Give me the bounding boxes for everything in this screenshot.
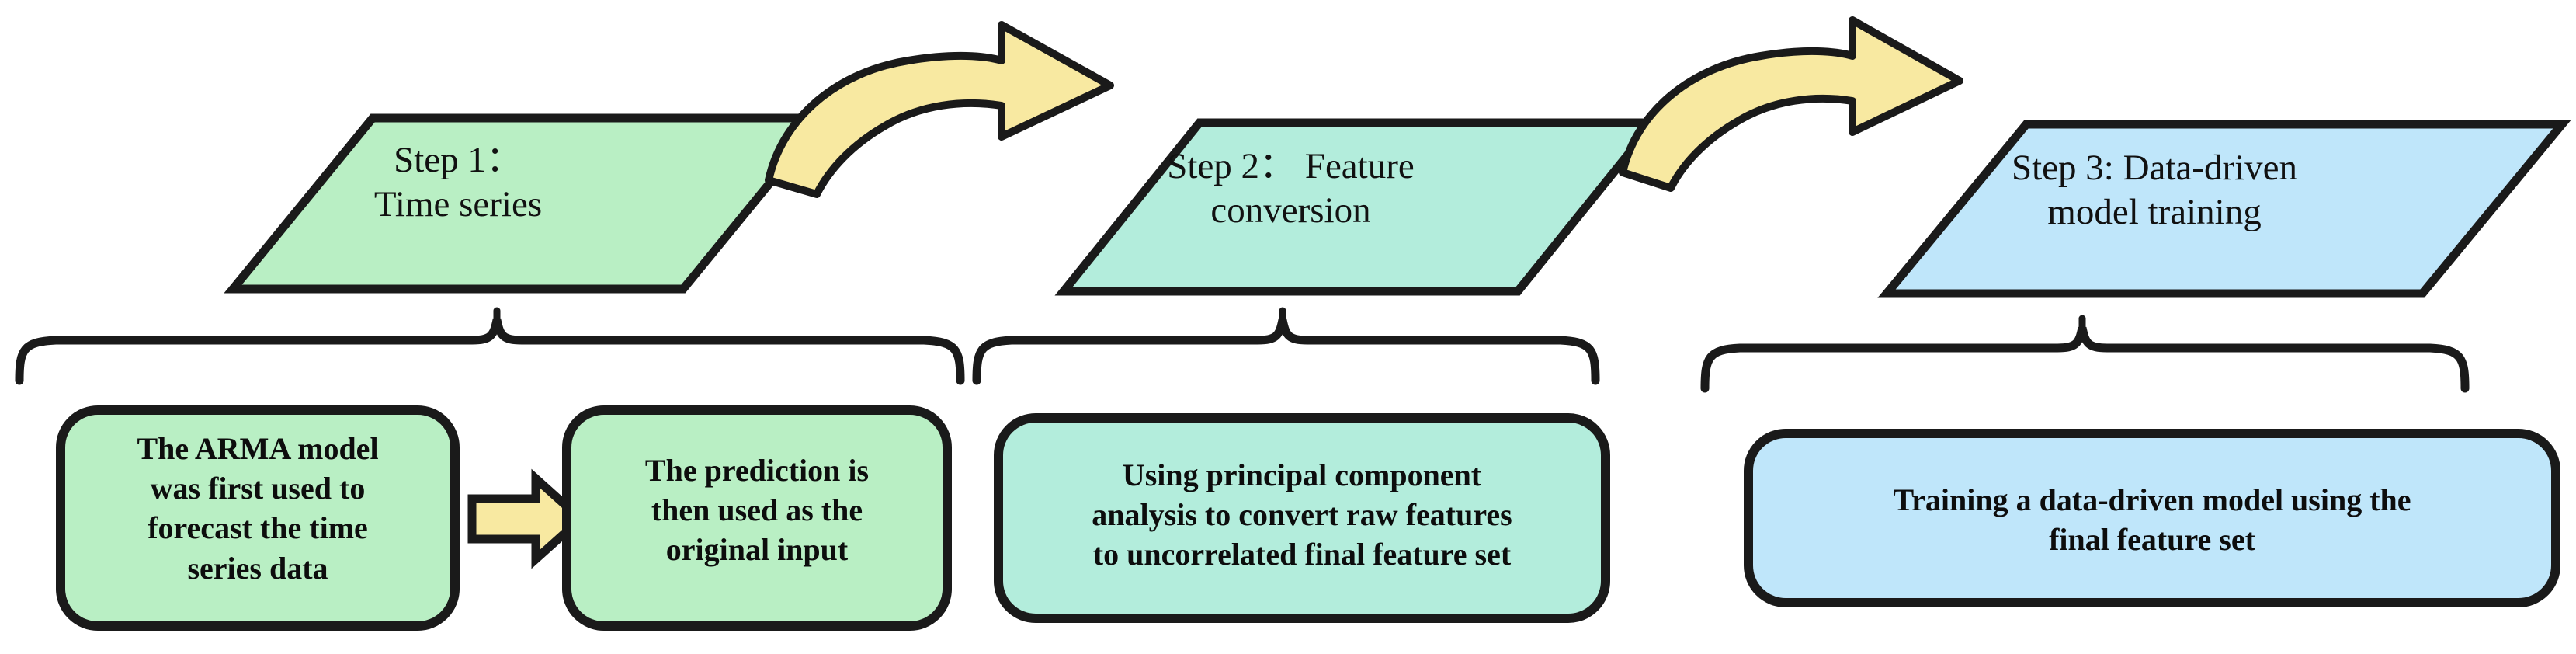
detail-box-1[interactable] [56, 405, 460, 631]
step-1-label: Step 1： Time series [373, 140, 543, 225]
step-2-label: Step 2： Feature conversion [1167, 146, 1415, 231]
step-3-label: Step 3: Data-driven model training [2011, 148, 2298, 233]
detail-box-4-label: Training a data-driven model using the f… [1893, 482, 2411, 558]
brace-step-3 [1700, 315, 2470, 393]
detail-box-3[interactable] [994, 413, 1610, 623]
brace-step-1 [15, 307, 965, 385]
detail-box-4[interactable] [1744, 429, 2560, 607]
step-2-parallelogram[interactable] [1054, 118, 1663, 296]
brace-step-2 [972, 307, 1600, 385]
detail-box-1-label: The ARMA model was first used to forecas… [137, 431, 379, 586]
step-3-parallelogram[interactable] [1877, 120, 2571, 298]
step-1-parallelogram[interactable] [224, 113, 832, 294]
right-block-arrow-icon [467, 468, 588, 569]
detail-box-2-label: The prediction is then used as the origi… [644, 453, 870, 568]
detail-box-3-label: Using principal component analysis to co… [1092, 457, 1512, 572]
detail-box-2[interactable] [562, 405, 952, 631]
curved-right-arrow-icon-2 [1619, 16, 1963, 192]
curved-right-arrow-icon-1 [765, 21, 1114, 198]
